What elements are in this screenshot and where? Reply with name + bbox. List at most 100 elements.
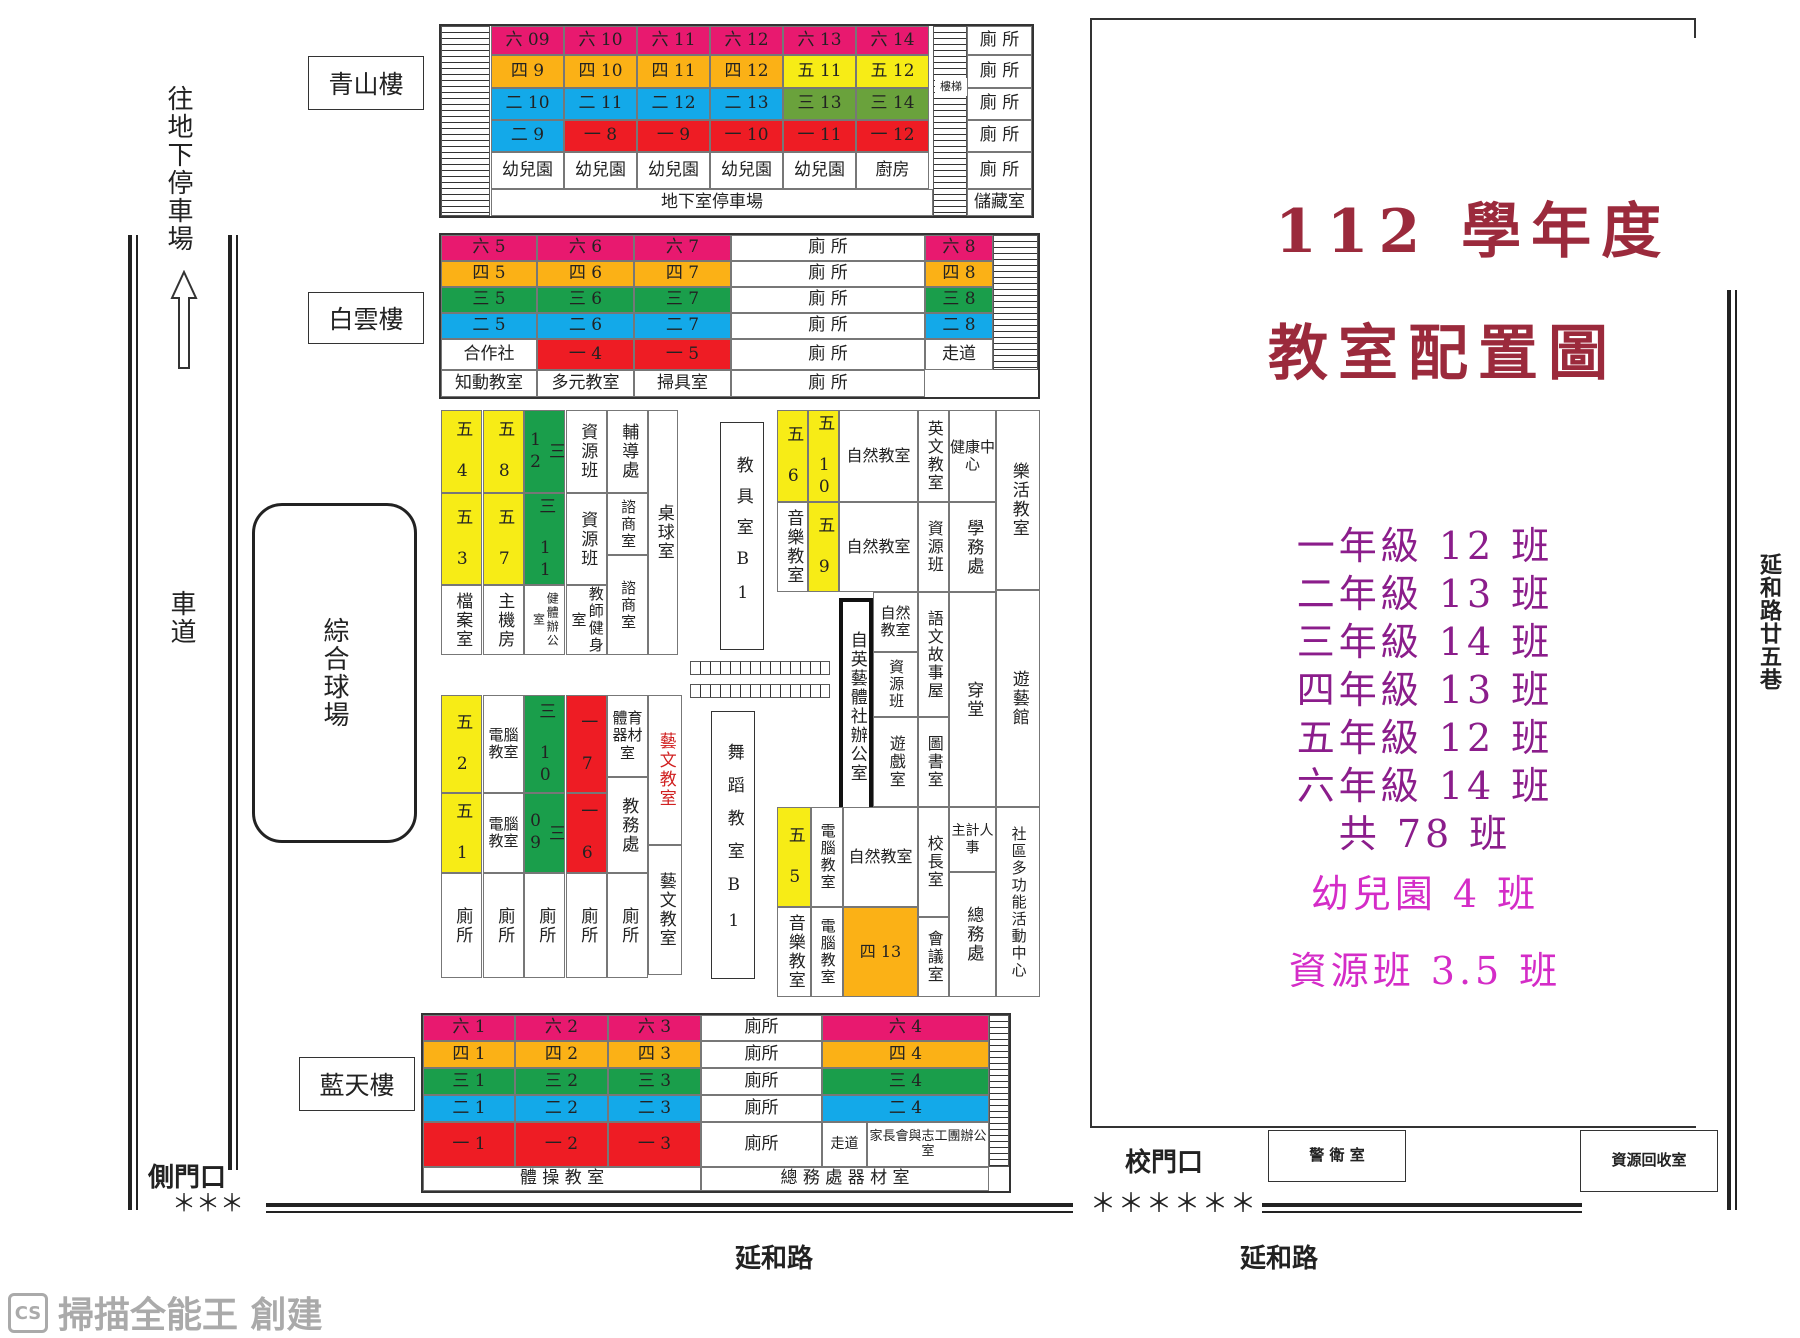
toilet: 廁所 [441, 873, 482, 978]
to-parking-label: 往地下停車場 [163, 85, 193, 253]
watermark-logo: CS [8, 1293, 48, 1333]
classroom: 一 1 [423, 1122, 515, 1167]
classroom: 四 2 [515, 1041, 608, 1068]
room: 四 6 [537, 261, 634, 287]
room: 校長室 [918, 807, 949, 917]
classroom: 六 2 [515, 1015, 608, 1041]
room: 廁 所 [731, 313, 925, 339]
equipment-room-b1: 教具室B1 [720, 422, 764, 650]
room: 自然教室 [839, 410, 918, 502]
parent-association-office: 家長會與志工團辦公室 [867, 1122, 989, 1167]
kindergarten-room: 幼兒園 [491, 152, 564, 189]
room: 五 5 [777, 807, 811, 907]
room: 健體辦公室 [524, 585, 565, 655]
room: 多元教室 [537, 370, 634, 397]
qingshan-building [439, 24, 1034, 218]
stairs-icon [690, 661, 830, 675]
classroom: 一 2 [515, 1122, 608, 1167]
classroom: 二 3 [608, 1095, 701, 1122]
kindergarten-room: 幼兒園 [637, 152, 710, 189]
main-gate-label: 校門口 [1125, 1148, 1204, 1178]
toilet: 廁 所 [967, 152, 1032, 189]
sports-field: 綜合球場 [252, 503, 417, 843]
room: 諮商室 [607, 493, 648, 555]
lantian-building [421, 1013, 1011, 1193]
road-line [1262, 1211, 1582, 1213]
room: 廁 所 [731, 261, 925, 287]
road-line [236, 235, 238, 1170]
toilet: 廁 所 [967, 55, 1032, 88]
room: 一 5 [634, 339, 731, 370]
classroom: 二 12 [637, 88, 710, 120]
recycling-room: 資源回收室 [1580, 1130, 1718, 1192]
room: 廁 所 [731, 235, 925, 261]
room: 音樂教室 [777, 907, 811, 997]
classroom: 四 4 [822, 1041, 989, 1068]
classroom: 六 09 [491, 26, 564, 55]
room: 自然教室 [873, 592, 918, 652]
room: 音樂教室 [777, 502, 808, 592]
classroom: 六 4 [822, 1015, 989, 1041]
room: 四 7 [634, 261, 731, 287]
stat-grade6: 六年級 14 班 [1296, 764, 1554, 808]
stat-grade4: 四年級 13 班 [1296, 668, 1554, 712]
classroom: 六 13 [783, 26, 856, 55]
kindergarten-room: 幼兒園 [783, 152, 856, 189]
room: 走道 [925, 339, 993, 370]
classroom: 三 4 [822, 1068, 989, 1095]
room: 藝文教室 [648, 695, 682, 845]
room: 知動教室 [441, 370, 537, 397]
road-label-left: 延和路 [735, 1244, 814, 1274]
room: 資源班 [873, 652, 918, 717]
classroom: 三 1 [423, 1068, 515, 1095]
classroom: 三 2 [515, 1068, 608, 1095]
room: 教務處 [607, 777, 648, 873]
room: 五 3 [441, 493, 482, 585]
road-line [1262, 1203, 1582, 1207]
room: 資源班 [566, 493, 607, 585]
road-line [136, 235, 138, 1210]
classroom: 二 11 [564, 88, 637, 120]
room: 藝文教室 [648, 845, 682, 975]
road-line [266, 1211, 1073, 1213]
road-line [128, 235, 132, 1210]
classroom: 廁所 [701, 1015, 822, 1041]
room: 三 12 [524, 410, 565, 493]
road-line [1735, 290, 1737, 1210]
classroom: 二 4 [822, 1095, 989, 1122]
club-office: 自英藝體社辦公室 [839, 598, 873, 816]
room: 自然教室 [839, 502, 918, 592]
classroom: 四 1 [423, 1041, 515, 1068]
classroom: 二 1 [423, 1095, 515, 1122]
classroom: 二 10 [491, 88, 564, 120]
room: 四 5 [441, 261, 537, 287]
room: 廁 所 [731, 287, 925, 313]
room: 三 5 [441, 287, 537, 313]
road-line [228, 235, 232, 1170]
room: 總務處 [949, 872, 996, 997]
room: 三 8 [925, 287, 993, 313]
stairs-icon [690, 684, 830, 698]
room: 二 5 [441, 313, 537, 339]
room: 語文故事屋 [918, 592, 949, 717]
classroom: 四 10 [564, 55, 637, 88]
room: 電腦教室 [811, 907, 843, 997]
watermark-text: 掃描全能王 創建 [58, 1295, 323, 1336]
classroom: 三 3 [608, 1068, 701, 1095]
room: 三 6 [537, 287, 634, 313]
toilet: 廁所 [566, 873, 607, 978]
room: 遊戲室 [873, 717, 918, 807]
stair-label: 樓梯 [935, 78, 967, 96]
parking-label: 地下室停車場 [491, 189, 933, 216]
stat-grade1: 一年級 12 班 [1296, 524, 1554, 568]
classroom: 一 11 [783, 120, 856, 152]
storage-room: 總 務 處 器 材 室 [701, 1167, 989, 1191]
dance-room-b1: 舞蹈教室B1 [711, 711, 755, 979]
room: 教師健身室 [566, 585, 607, 655]
classroom: 五 11 [783, 55, 856, 88]
room: 五 4 [441, 410, 482, 493]
room: 合作社 [441, 339, 537, 370]
lane-label: 延和路廿五巷 [1756, 553, 1782, 691]
room: 三 10 [524, 695, 565, 793]
corridor: 走道 [822, 1122, 867, 1167]
